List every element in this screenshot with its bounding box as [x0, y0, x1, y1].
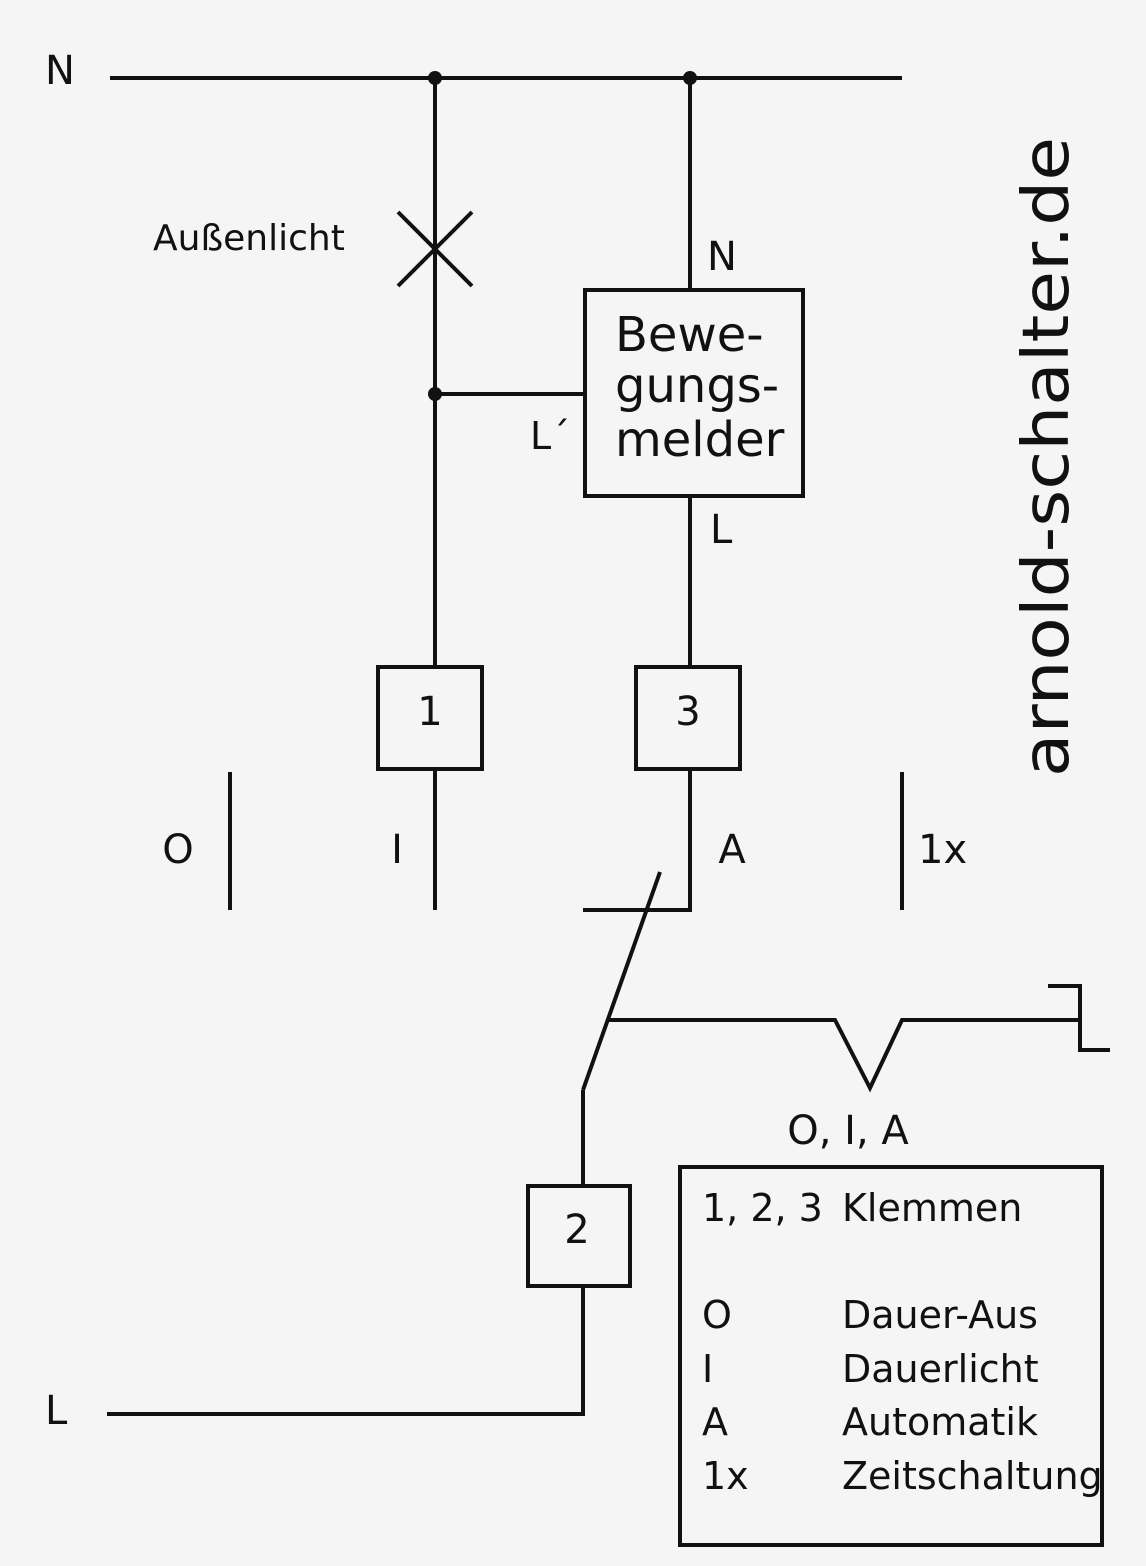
terminal-1-box — [376, 665, 484, 771]
legend-key: 1, 2, 3 — [702, 1186, 823, 1230]
selector-actuator-handle — [1048, 984, 1110, 1052]
position-off-label: O — [162, 827, 193, 873]
selector-switch-arm — [581, 871, 662, 1091]
terminal-2-label: 2 — [564, 1207, 589, 1253]
terminal-2-box — [526, 1184, 632, 1288]
legend-key: I — [702, 1347, 713, 1391]
position-on-label: I — [391, 827, 403, 873]
legend-value: Klemmen — [842, 1186, 1022, 1230]
motion-detector-label-line: gungs- — [615, 358, 779, 414]
position-auto-label: A — [718, 827, 746, 873]
terminal-3-label: 3 — [675, 689, 700, 735]
terminal-1-label: 1 — [417, 689, 442, 735]
legend-value: Zeitschaltung — [842, 1454, 1103, 1498]
legend-value: Dauer-Aus — [842, 1293, 1038, 1337]
lamp-label: Außenlicht — [153, 218, 345, 259]
detector-terminal-l-label: L — [710, 507, 733, 553]
legend-key: 1x — [702, 1454, 749, 1498]
legend-box — [678, 1165, 1104, 1547]
detector-terminal-n-label: N — [707, 234, 737, 280]
motion-detector-box — [583, 288, 805, 498]
legend-key: A — [702, 1400, 728, 1444]
selector-actuator-link — [608, 1018, 1080, 1093]
legend-value: Automatik — [842, 1400, 1038, 1444]
neutral-rail-label: N — [45, 48, 75, 94]
detector-l-prime-label: L´ — [530, 414, 570, 458]
motion-detector-label-line: Bewe- — [615, 307, 764, 363]
watermark-text: arnold-schalter.de — [1010, 137, 1084, 777]
motion-detector-label-line: melder — [615, 412, 785, 468]
selector-positions-caption: O, I, A — [787, 1108, 909, 1154]
legend-value: Dauerlicht — [842, 1347, 1039, 1391]
live-rail-label: L — [45, 1388, 68, 1434]
legend-key: O — [702, 1293, 732, 1337]
lamp-symbol-stroke — [396, 210, 474, 288]
position-timer-label: 1x — [918, 827, 967, 873]
